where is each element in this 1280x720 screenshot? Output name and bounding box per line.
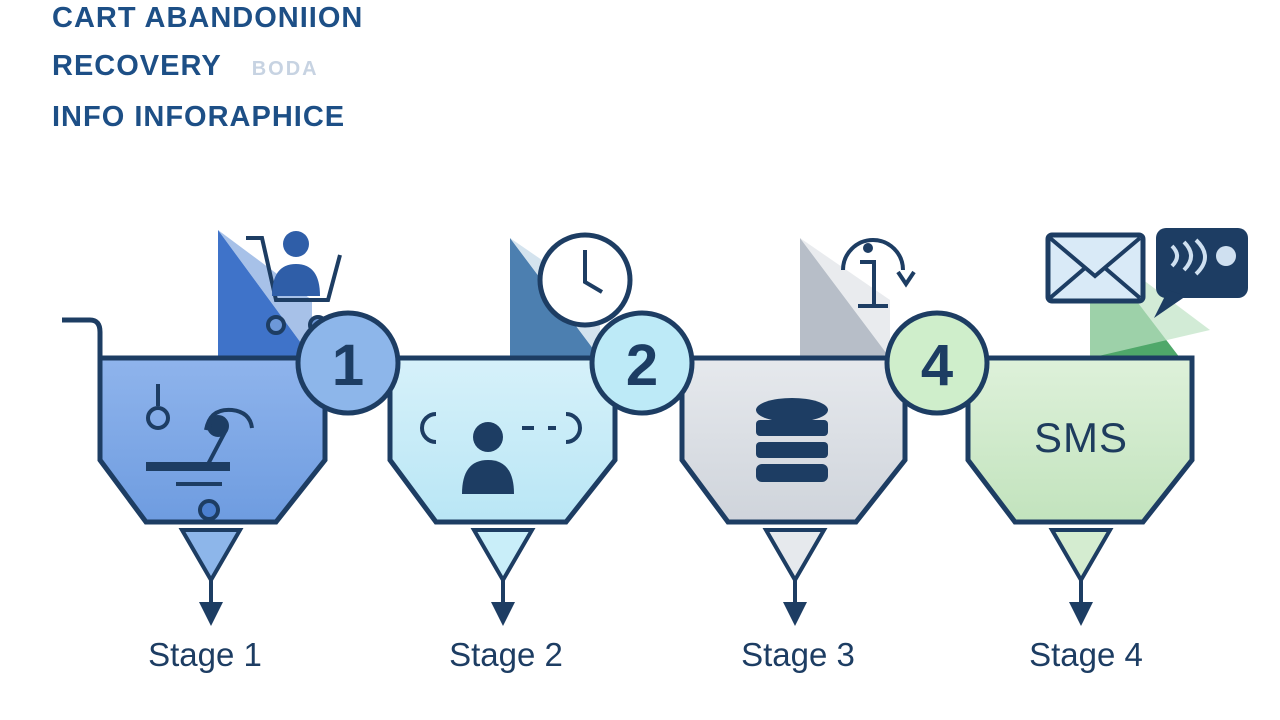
stage-badge-1: 1 [295, 310, 401, 416]
accent-triangle-1b [218, 230, 312, 358]
envelope-icon [1045, 232, 1146, 304]
down-arrow-icon-1 [199, 578, 223, 626]
stage-label-2: Stage 2 [449, 636, 563, 673]
info-icon [841, 238, 916, 308]
stage-badge-2-text: 2 [626, 333, 658, 398]
cart-handle [62, 317, 103, 358]
stage-badge-2: 2 [589, 310, 695, 416]
down-arrow-icon-2 [491, 578, 515, 626]
funnel-stage-4 [965, 355, 1195, 584]
sms-text: SMS [1033, 414, 1128, 461]
stage-badge-4-text: 4 [921, 333, 953, 398]
stage-label-3: Stage 3 [741, 636, 855, 673]
stage-label-4: Stage 4 [1029, 636, 1143, 673]
accent-triangle-3b [800, 238, 890, 358]
infographic-title: CART ABANDONIION RECOVERY BODA INFO INFOR… [52, 0, 363, 141]
stage-label-1: Stage 1 [148, 636, 262, 673]
down-arrow-icon-3 [783, 578, 807, 626]
shopping-cart-icon [146, 384, 254, 521]
title-line-2-ghost: BODA [251, 58, 319, 80]
stage-badge-1-text: 1 [332, 333, 364, 398]
user-profile-icon [420, 412, 582, 494]
stage-badge-4: 4 [884, 310, 990, 416]
clock-icon [537, 232, 633, 328]
title-line-3: INFO INFORAPHICE [52, 101, 346, 133]
database-icon [756, 398, 828, 482]
title-line-2: RECOVERY BODA [52, 42, 363, 93]
down-arrow-icon-4 [1069, 578, 1093, 626]
chat-icon [1154, 228, 1248, 318]
title-line-1: CART ABANDONIION [52, 2, 364, 34]
title-line-2-text: RECOVERY [52, 50, 222, 82]
